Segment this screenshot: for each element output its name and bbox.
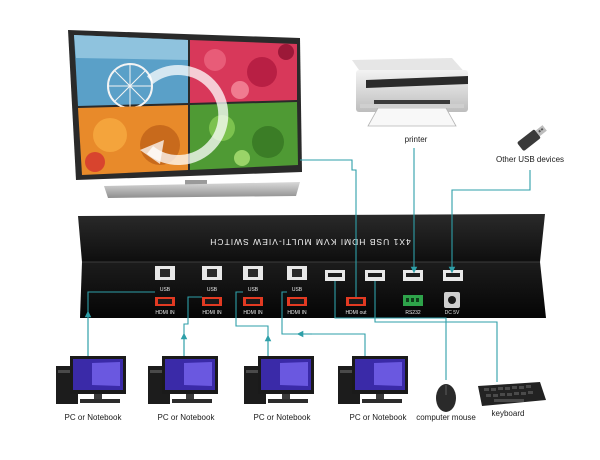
usb-port-label: USB [207, 287, 218, 293]
dc-label: DC 5V [445, 310, 460, 316]
pc-label-4: PC or Notebook [350, 413, 408, 422]
hdmi-in-port-2: HDMI IN [202, 297, 222, 316]
dc-power-port: DC 5V [444, 292, 460, 316]
pc-notebook-4 [338, 356, 408, 404]
printer-label: printer [405, 135, 428, 144]
usb-b-port-4: USB [287, 266, 307, 293]
computer-mouse-icon [436, 384, 456, 412]
keyboard-icon [478, 382, 546, 406]
hdmi-in-port-4: HDMI IN [287, 297, 307, 316]
pc-notebook-1 [56, 356, 126, 404]
usb-b-port-3: USB [243, 266, 263, 293]
cable-mouse [334, 281, 447, 380]
pc-notebook-3 [244, 356, 314, 404]
monitor-screen [74, 35, 298, 175]
cable-keyboard [374, 281, 498, 382]
usb-b-port-1: USB [155, 266, 175, 293]
hdmi-out-port: HDMI out [345, 297, 367, 316]
mouse-label: computer mouse [416, 413, 476, 422]
printer [352, 58, 468, 127]
cables [84, 148, 531, 382]
cable-pc4 [281, 291, 366, 360]
usb-b-port-2: USB [202, 266, 222, 293]
other-usb-devices-label: Other USB devices [496, 155, 564, 164]
usb-device-icon [517, 125, 547, 151]
rs232-label: RS232 [405, 310, 421, 316]
hdmi-in-label: HDMI IN [155, 310, 175, 316]
pc-label-3: PC or Notebook [254, 413, 312, 422]
pc-label-2: PC or Notebook [158, 413, 216, 422]
kvm-switch: 4X1 USB HDMI KVM MULTI-VIEW SWITCH USB U… [78, 214, 546, 318]
hdmi-in-label: HDMI IN [287, 310, 307, 316]
usb-port-label: USB [160, 287, 171, 293]
device-title: 4X1 USB HDMI KVM MULTI-VIEW SWITCH [209, 237, 411, 247]
multiview-monitor [68, 30, 302, 198]
keyboard-label: keyboard [492, 409, 525, 418]
cable-hdmi-out-to-monitor [300, 159, 357, 297]
rs232-port: RS232 [403, 295, 423, 316]
pc-notebook-2 [148, 356, 218, 404]
hdmi-in-port-3: HDMI IN [243, 297, 263, 316]
cable-other-usb [448, 170, 531, 274]
hdmi-in-label: HDMI IN [243, 310, 263, 316]
hdmi-in-port-1: HDMI IN [155, 297, 175, 316]
hdmi-out-label: HDMI out [345, 310, 367, 316]
usb-port-label: USB [292, 287, 303, 293]
pc-label-1: PC or Notebook [65, 413, 123, 422]
hdmi-in-label: HDMI IN [202, 310, 222, 316]
usb-port-label: USB [248, 287, 259, 293]
